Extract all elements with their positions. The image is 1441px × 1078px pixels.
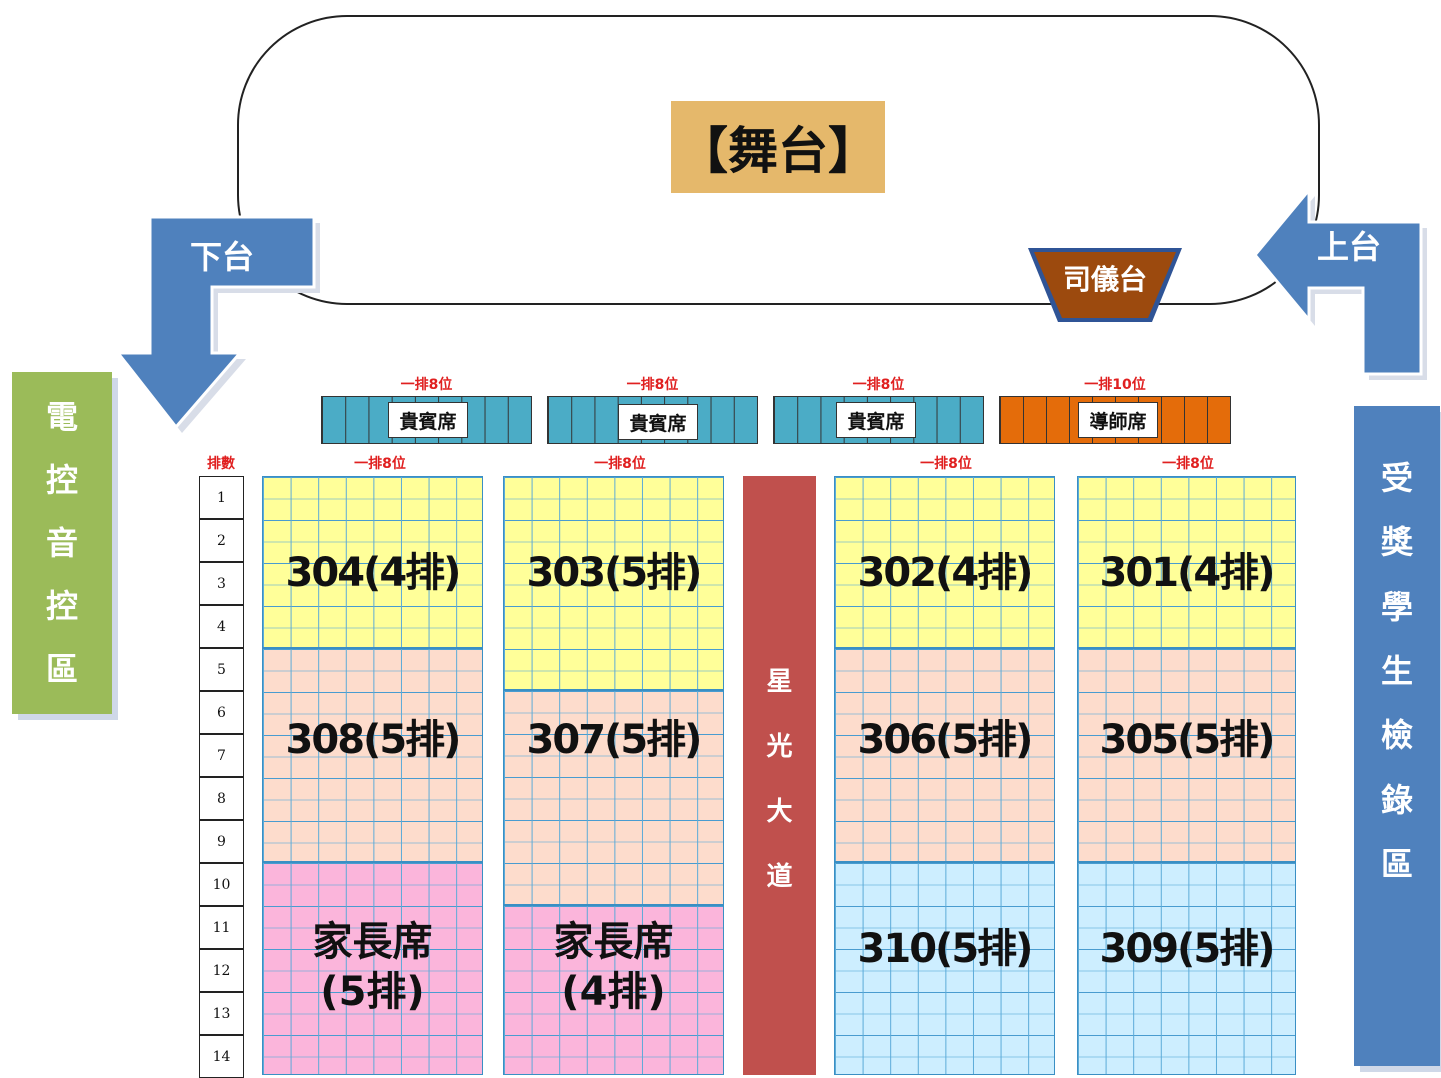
parent-label-line: (4排) — [561, 969, 666, 1015]
aisle-char: 星 — [766, 667, 793, 697]
row-number: 10 — [199, 863, 244, 906]
vip-note: 一排8位 — [626, 377, 679, 393]
column-note: 一排8位 — [920, 456, 972, 472]
panel-char: 區 — [1380, 844, 1413, 883]
parent-label-line: 家長席 — [553, 919, 674, 965]
mentor-label: 導師席 — [1078, 402, 1158, 438]
panel-char: 控 — [45, 586, 78, 625]
row-header: 排數 — [207, 456, 235, 472]
panel-char: 音 — [45, 523, 78, 562]
column-note: 一排8位 — [354, 456, 406, 472]
vip-note: 一排8位 — [400, 377, 453, 393]
section-label: 304(4排) — [285, 550, 462, 596]
exit-label: 下台 — [190, 238, 255, 276]
section-label: 310(5排) — [857, 926, 1034, 972]
panel-char: 電 — [45, 398, 78, 437]
panel-char: 檢 — [1380, 716, 1413, 755]
vip-label: 貴賓席 — [836, 402, 916, 438]
section-309 — [1077, 862, 1296, 1075]
parent-section-label: 家長席 (5排) — [262, 917, 483, 1017]
parent-section-label: 家長席 (4排) — [503, 917, 724, 1017]
column-note: 一排8位 — [1162, 456, 1214, 472]
aisle-char: 道 — [766, 862, 793, 892]
vip-label: 貴賓席 — [618, 404, 698, 440]
section-label: 301(4排) — [1099, 550, 1276, 596]
emcee-label: 司儀台 — [1062, 263, 1147, 296]
enter-label: 上台 — [1317, 228, 1382, 266]
row-number: 12 — [199, 949, 244, 992]
row-number: 8 — [199, 777, 244, 820]
row-number: 1 — [199, 476, 244, 519]
emcee-podium — [1028, 248, 1182, 322]
panel-char: 錄 — [1380, 780, 1413, 819]
section-308 — [262, 648, 483, 862]
mentor-note: 一排10位 — [1084, 377, 1146, 393]
section-label: 309(5排) — [1099, 926, 1276, 972]
row-number: 7 — [199, 734, 244, 777]
row-number: 2 — [199, 519, 244, 562]
row-number: 9 — [199, 820, 244, 863]
panel-char: 生 — [1380, 651, 1413, 690]
row-number: 14 — [199, 1035, 244, 1078]
panel-char: 受 — [1380, 459, 1413, 498]
panel-char: 控 — [45, 461, 78, 500]
section-306 — [834, 648, 1055, 862]
section-parent-1 — [262, 862, 483, 1075]
panel-char: 獎 — [1380, 523, 1413, 562]
parent-label-line: (5排) — [320, 969, 425, 1015]
vip-label: 貴賓席 — [388, 402, 468, 438]
aisle-char: 大 — [766, 797, 793, 827]
section-label: 305(5排) — [1099, 717, 1276, 763]
section-label: 303(5排) — [526, 550, 703, 596]
section-label: 307(5排) — [526, 717, 703, 763]
row-number: 13 — [199, 992, 244, 1035]
award-check-in-panel: 受 獎 學 生 檢 錄 區 — [1354, 406, 1440, 1066]
column-note: 一排8位 — [594, 456, 646, 472]
section-305 — [1077, 648, 1296, 862]
panel-char: 學 — [1380, 587, 1413, 626]
section-303 — [503, 476, 724, 690]
section-310 — [834, 862, 1055, 1075]
aisle-char: 光 — [766, 732, 793, 762]
stage-outline — [237, 15, 1320, 305]
section-304 — [262, 476, 483, 648]
section-307 — [503, 690, 724, 905]
row-number: 6 — [199, 691, 244, 734]
center-aisle: 星 光 大 道 — [743, 476, 816, 1075]
section-label: 308(5排) — [285, 717, 462, 763]
row-number: 3 — [199, 562, 244, 605]
panel-char: 區 — [45, 649, 78, 688]
section-label: 302(4排) — [857, 550, 1034, 596]
row-number: 5 — [199, 648, 244, 691]
enter-arrow-icon — [1253, 185, 1427, 380]
section-302 — [834, 476, 1055, 648]
exit-arrow-icon — [114, 215, 320, 433]
sound-control-panel: 電 控 音 控 區 — [12, 372, 112, 714]
stage-label: 【舞台】 — [671, 101, 885, 193]
vip-note: 一排8位 — [852, 377, 905, 393]
section-label: 306(5排) — [857, 717, 1034, 763]
section-301 — [1077, 476, 1296, 648]
parent-label-line: 家長席 — [312, 919, 433, 965]
section-parent-2 — [503, 905, 724, 1075]
row-number: 4 — [199, 605, 244, 648]
row-number: 11 — [199, 906, 244, 949]
